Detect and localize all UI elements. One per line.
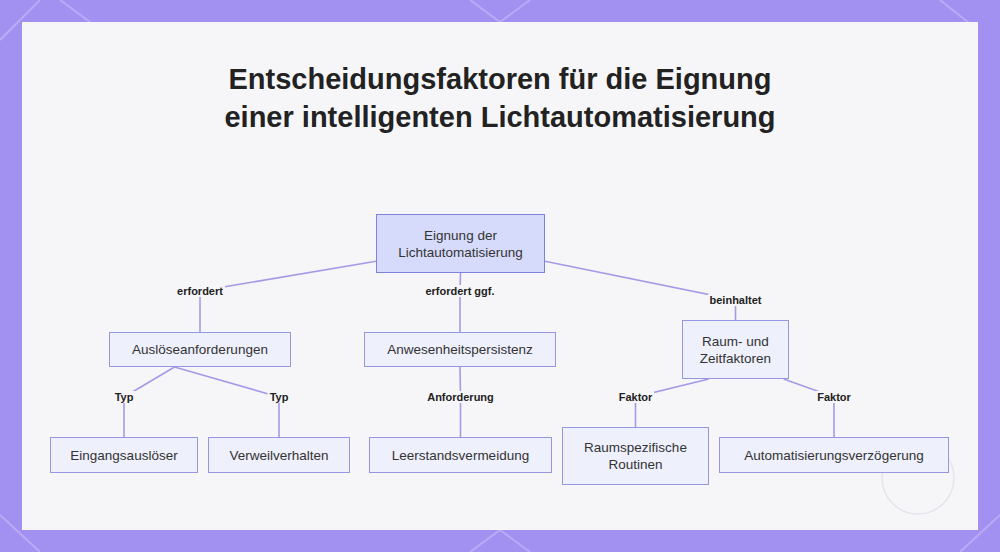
node-text: Leerstandsvermeidung (392, 447, 529, 464)
node-text: Raum- und Zeitfaktoren (689, 333, 782, 367)
diagram-title: Entscheidungsfaktoren für die Eignung ei… (200, 60, 800, 136)
connector-line (545, 261, 736, 320)
factor-box: Raumspezifische Routinen (562, 427, 709, 485)
factor-box: Verweilverhalten (208, 437, 350, 473)
factor-box: Anwesenheitspersistenz (364, 332, 556, 367)
factor-box: Leerstandsvermeidung (369, 437, 552, 473)
connector-line (459, 273, 461, 332)
node-text: Raumspezifische Routinen (569, 439, 702, 473)
factor-box: Automatisierungsverzögerung (719, 437, 949, 473)
node-text: Eignung der Lichtautomatisierung (383, 227, 538, 261)
factor-box: Eingangsauslöser (50, 437, 198, 473)
connector-line (200, 261, 376, 332)
edge-label: erfordert (175, 285, 225, 297)
edge-label: beinhaltet (708, 294, 764, 306)
edge-label: erfordert ggf. (423, 285, 496, 297)
connector-line (175, 367, 279, 437)
root-box: Eignung der Lichtautomatisierung (376, 214, 545, 273)
edge-label: Anforderung (425, 391, 496, 403)
edge-label: Typ (113, 391, 136, 403)
connector-line (636, 379, 709, 427)
edge-label: Faktor (815, 391, 853, 403)
edge-label: Typ (268, 391, 291, 403)
factor-box: Raum- und Zeitfaktoren (682, 320, 789, 379)
factor-box: Auslöseanforderungen (109, 332, 291, 367)
connector-line (784, 379, 834, 437)
node-text: Anwesenheitspersistenz (387, 341, 533, 358)
node-text: Eingangsauslöser (70, 447, 177, 464)
node-text: Automatisierungsverzögerung (744, 447, 923, 464)
node-text: Auslöseanforderungen (132, 341, 268, 358)
node-text: Verweilverhalten (229, 447, 328, 464)
edge-label: Faktor (617, 391, 655, 403)
